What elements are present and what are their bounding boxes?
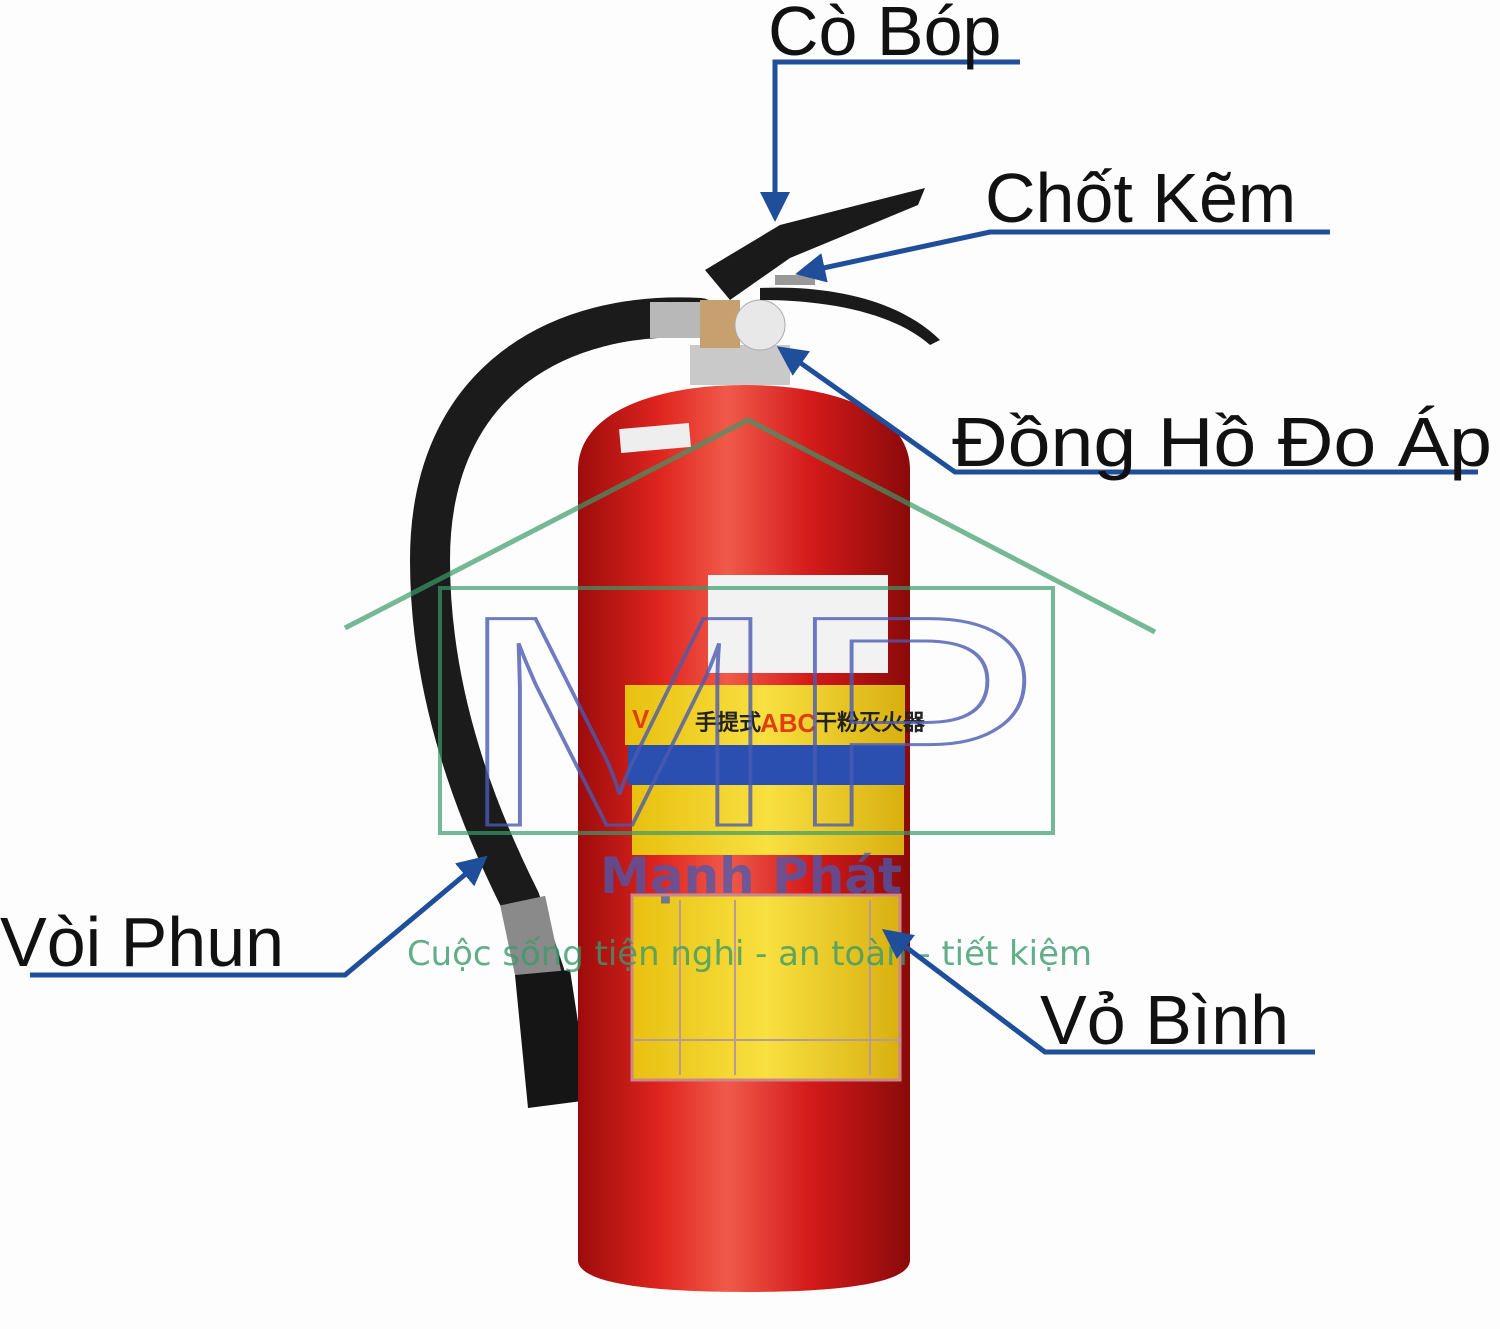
callout-pin: [795, 229, 1330, 283]
callout-gauge: [776, 346, 1478, 475]
watermark: MP Mạnh Phát Cuộc sống tiện nghi - an to…: [343, 417, 1157, 974]
watermark-logo: MP: [455, 553, 1045, 889]
safety-pin: [775, 275, 815, 285]
brand-v-mark: V: [632, 704, 650, 734]
label-chinese-left: 手提式: [695, 710, 761, 736]
label-type: ABC: [760, 708, 817, 738]
callout-trigger: [760, 59, 1020, 222]
info-sticker: [708, 575, 888, 673]
label-chinese-right: 干粉灭火器: [815, 711, 926, 736]
label-gauge: Đồng Hồ Đo Áp: [952, 403, 1492, 481]
pressure-gauge: [734, 299, 786, 351]
callout-lines: [30, 59, 1478, 1055]
label-hose: Vòi Phun: [0, 903, 284, 981]
trigger-lever: [705, 188, 925, 300]
product-label: [625, 685, 905, 745]
nozzle: [515, 970, 590, 1108]
label-trigger: Cò Bóp: [768, 0, 1001, 70]
callout-hose: [30, 855, 488, 978]
watermark-slogan: Cuộc sống tiện nghi - an toàn - tiết kiệ…: [407, 934, 1092, 974]
hose: [409, 297, 720, 1108]
label-body: Vỏ Bình: [1040, 981, 1289, 1059]
label-pin: Chốt Kẽm: [985, 159, 1296, 237]
callout-body: [882, 928, 1315, 1055]
watermark-brand: Mạnh Phát: [600, 847, 902, 905]
cylinder: V 手提式 ABC 干粉灭火器: [578, 385, 926, 1292]
valve-head: [690, 188, 940, 385]
